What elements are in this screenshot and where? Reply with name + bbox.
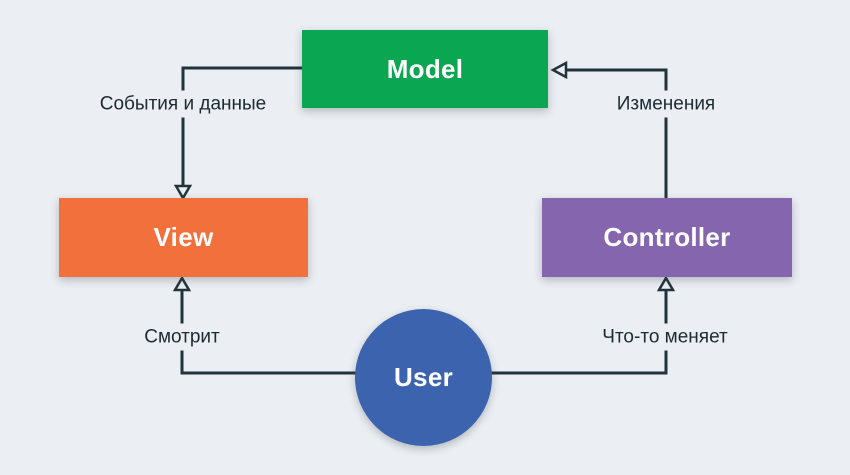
arrowhead-down-icon	[173, 184, 193, 201]
edge-label-looks: Смотрит	[137, 323, 227, 351]
edge-model-to-view	[181, 66, 302, 187]
controller-node: Controller	[542, 198, 792, 277]
view-node: View	[59, 198, 308, 277]
arrowhead-up-icon	[172, 275, 192, 292]
edge-label-changes-something: Что-то меняет	[595, 323, 735, 351]
arrowhead-up-icon	[656, 275, 676, 292]
user-node-label: User	[393, 362, 453, 392]
view-node-label: View	[153, 222, 214, 252]
model-node-label: Model	[386, 53, 464, 84]
edge-controller-to-model	[567, 68, 668, 198]
edge-label-events-and-data: События и данные	[92, 90, 274, 118]
controller-node-label: Controller	[603, 222, 731, 252]
edge-user-to-view	[180, 290, 360, 375]
edge-user-to-controller	[488, 290, 668, 375]
edge-label-changes: Изменения	[609, 90, 723, 118]
model-node: Model	[302, 30, 548, 108]
user-node: User	[355, 309, 492, 446]
arrowhead-left-icon	[550, 60, 568, 80]
